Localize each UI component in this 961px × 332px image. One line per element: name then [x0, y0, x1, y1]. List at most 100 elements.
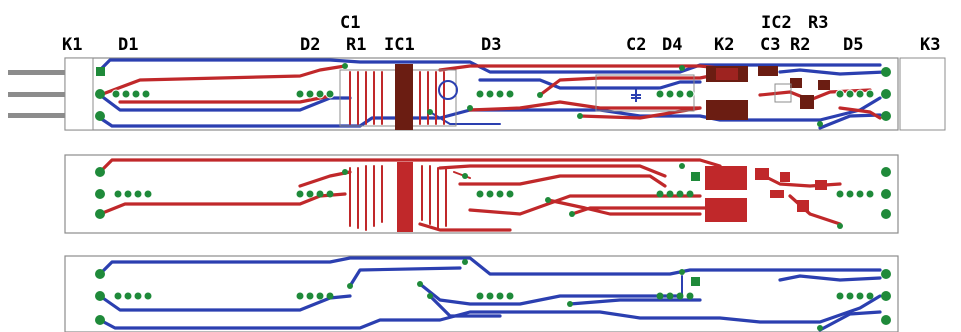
k2-pad-bottom — [706, 100, 748, 120]
top-d2-pad-1 — [296, 190, 304, 198]
d1-pad-1 — [111, 89, 121, 99]
bottom-k2-pin — [691, 277, 700, 286]
top-via-5 — [837, 223, 843, 229]
top-trace-4 — [438, 164, 667, 178]
via-d5 — [817, 121, 823, 127]
bottom-k1-pad-2 — [95, 291, 105, 301]
top-d5-pad-4 — [866, 190, 874, 198]
top-trace-8 — [570, 206, 707, 216]
label-c1: C1 — [340, 13, 360, 33]
label-r1: R1 — [346, 35, 366, 55]
d4-pad-3 — [675, 89, 685, 99]
bottom-d5-pad-2 — [846, 292, 854, 300]
r1-pad-ring — [438, 80, 458, 100]
bottom-via-1 — [347, 283, 353, 289]
d2-pad-2 — [305, 89, 315, 99]
d3-pad-3 — [495, 89, 505, 99]
top-d4-pad-3 — [676, 190, 684, 198]
bottom-k3-pad-3 — [881, 315, 891, 325]
d5-pad-2 — [845, 89, 855, 99]
top-k1-pad-2 — [95, 189, 105, 199]
top-d1-pad-4 — [144, 190, 152, 198]
top-k2-pour-bottom — [705, 198, 747, 222]
top-trace-6 — [468, 194, 702, 216]
top-r2-pad — [797, 200, 809, 212]
top-d3-pad-2 — [486, 190, 494, 198]
top-via-3 — [569, 211, 575, 217]
top-d5-pad-1 — [836, 190, 844, 198]
via-ic1-a — [427, 109, 433, 115]
bottom-trace-4 — [348, 266, 462, 288]
k1-pin-1 — [8, 70, 66, 75]
d4-pad-4 — [685, 89, 695, 99]
d2-pad-1 — [295, 89, 305, 99]
k1-pin-3 — [8, 113, 66, 118]
bottom-trace-9 — [818, 310, 882, 332]
bottom-via-2 — [417, 281, 423, 287]
label-c2: C2 — [626, 35, 646, 55]
bottom-d3-pad-3 — [496, 292, 504, 300]
top-d2-pad-4 — [326, 190, 334, 198]
top-d1-pad-1 — [114, 190, 122, 198]
label-c3: C3 — [760, 35, 780, 55]
top-via-1 — [342, 169, 348, 175]
top-d2-pad-3 — [316, 190, 324, 198]
bottom-k3-pad-1 — [881, 269, 891, 279]
top-k3-pad-1 — [881, 167, 891, 177]
top-d3-pad-3 — [496, 190, 504, 198]
combined-layer-view — [8, 57, 946, 131]
top-copper-layer-view — [64, 154, 899, 234]
label-ic2: IC2 — [761, 13, 792, 33]
top-trace-7 — [546, 198, 702, 216]
combined-blue-trace-5 — [778, 68, 887, 76]
via-c2 — [577, 113, 583, 119]
top-d4-pad-2 — [666, 190, 674, 198]
top-k1-pad-3 — [95, 209, 105, 219]
top-k2-pin — [691, 172, 700, 181]
top-r3-pad — [780, 172, 790, 182]
bottom-d1-pad-2 — [124, 292, 132, 300]
bottom-d4-pad-1 — [656, 292, 664, 300]
d5-pad-1 — [835, 89, 845, 99]
combined-blue-trace-4 — [478, 78, 702, 90]
r3-pad — [790, 78, 802, 88]
combined-red-trace-1 — [98, 64, 347, 97]
d1-pad-4 — [141, 89, 151, 99]
bottom-via-4 — [567, 301, 573, 307]
component-labels: K1 D1 C1 D2 R1 IC1 D3 C2 D4 K2 IC2 R3 C3… — [62, 13, 940, 55]
bottom-d1-pad-1 — [114, 292, 122, 300]
label-ic1: IC1 — [384, 35, 415, 55]
k1-pad-2 — [95, 89, 105, 99]
top-via-6 — [462, 173, 468, 179]
top-ic2-pad-2 — [770, 190, 784, 198]
bottom-d3-pad-1 — [476, 292, 484, 300]
bottom-via-3 — [427, 293, 433, 299]
bottom-d3-pad-4 — [506, 292, 514, 300]
combined-blue-trace-3 — [98, 93, 352, 112]
d3-pad-2 — [485, 89, 495, 99]
d5-pad-3 — [855, 89, 865, 99]
bottom-d2-pad-2 — [306, 292, 314, 300]
ic2-pad — [758, 66, 778, 76]
bottom-trace-2 — [98, 294, 882, 330]
bottom-via-7 — [462, 259, 468, 265]
d1-pad-2 — [121, 89, 131, 99]
bottom-d3-pad-2 — [486, 292, 494, 300]
label-d2: D2 — [300, 35, 320, 55]
combined-red-trace-7 — [838, 106, 882, 120]
top-pads — [95, 163, 891, 229]
k3-pad-3 — [881, 111, 891, 121]
bottom-k1-pad-3 — [95, 315, 105, 325]
d1-pad-3 — [131, 89, 141, 99]
bottom-d4-pad-4 — [686, 292, 694, 300]
top-k3-pad-2 — [881, 189, 891, 199]
bottom-k3-pad-2 — [881, 291, 891, 301]
label-d4: D4 — [662, 35, 682, 55]
k3-connector-body — [899, 57, 946, 131]
k1-pin-2 — [8, 92, 66, 97]
top-d5-pad-3 — [856, 190, 864, 198]
label-d5: D5 — [843, 35, 863, 55]
bottom-d1-pad-4 — [144, 292, 152, 300]
ic2-footprint — [774, 83, 792, 103]
